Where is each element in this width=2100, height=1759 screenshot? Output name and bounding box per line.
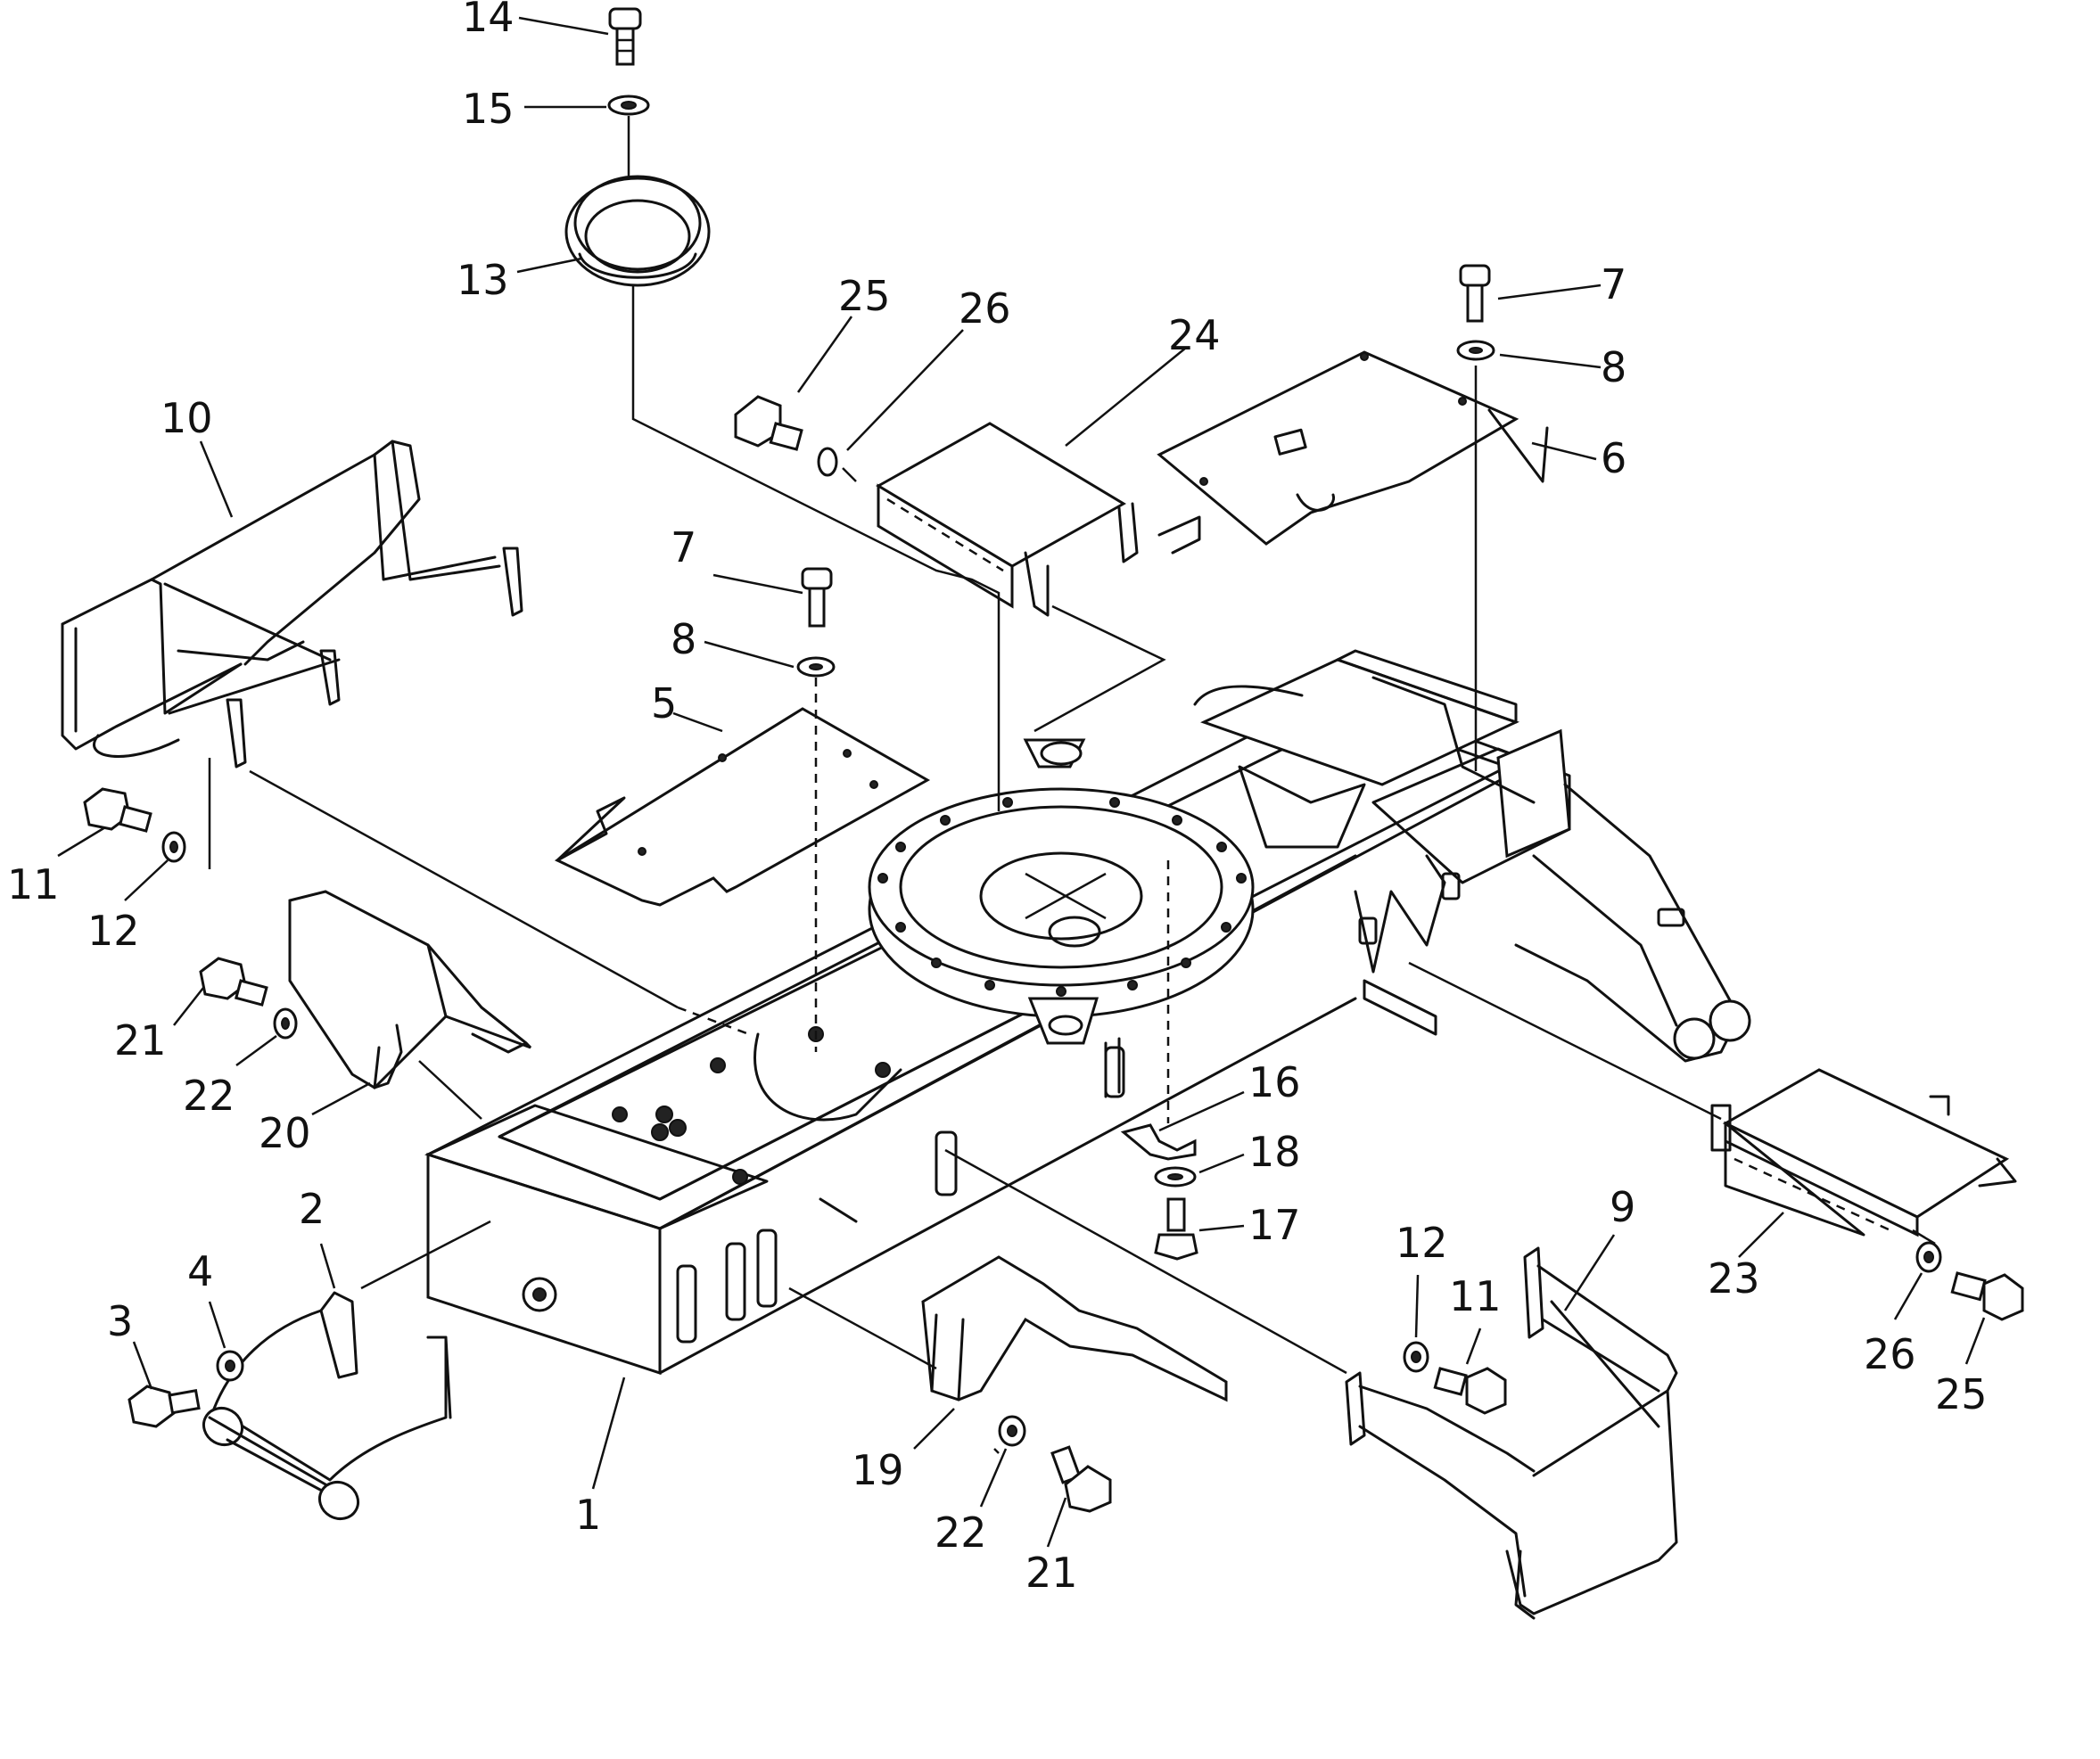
callout-21-left: 21 xyxy=(114,1016,167,1064)
rear-frame xyxy=(1193,649,1751,1063)
part-8-washer-right xyxy=(1456,340,1495,361)
callout-2: 2 xyxy=(299,1185,325,1233)
part-10-guard xyxy=(61,440,523,769)
part-25-bolt-top xyxy=(734,395,803,451)
callout-7-middle: 7 xyxy=(671,523,696,571)
part-21-bolt-left xyxy=(199,957,268,1007)
callout-23: 23 xyxy=(1708,1254,1760,1303)
callout-19: 19 xyxy=(852,1446,904,1494)
callout-20: 20 xyxy=(259,1109,311,1157)
part-13-ring xyxy=(564,175,711,287)
part-25-bolt-right xyxy=(1950,1271,2024,1321)
part-2-step xyxy=(202,1291,452,1521)
part-4-washer xyxy=(216,1350,244,1382)
part-19-bracket xyxy=(921,1255,1228,1402)
callout-25-right: 25 xyxy=(1935,1370,1988,1418)
callout-5: 5 xyxy=(651,679,677,727)
callout-8-middle: 8 xyxy=(671,615,696,663)
callout-21-bottom: 21 xyxy=(1025,1549,1078,1597)
part-3-bolt xyxy=(128,1385,201,1428)
part-6-plate xyxy=(1157,350,1549,546)
part-23-cover xyxy=(1710,1068,2017,1237)
callout-12-right: 12 xyxy=(1396,1219,1448,1267)
part-7-bolt-right xyxy=(1459,264,1491,323)
callout-16: 16 xyxy=(1248,1058,1301,1106)
callout-22-bottom: 22 xyxy=(935,1508,987,1557)
callout-22-left: 22 xyxy=(183,1072,235,1120)
part-8-washer-middle xyxy=(796,656,836,678)
part-12-washer-left xyxy=(161,831,186,863)
part-22-washer-left xyxy=(273,1007,298,1040)
leader-lines xyxy=(57,16,1986,1548)
part-22-washer-bottom xyxy=(998,1415,1026,1447)
part-15-washer xyxy=(607,95,650,116)
part-9-guard xyxy=(1345,1246,1678,1620)
part-17-bolt xyxy=(1154,1197,1198,1261)
callout-13: 13 xyxy=(457,256,509,304)
callout-26-right: 26 xyxy=(1864,1330,1916,1378)
assembly-lines xyxy=(208,116,1936,1454)
callout-11-left: 11 xyxy=(7,860,60,908)
part-21-bolt-bottom xyxy=(1050,1445,1112,1513)
swing-circle xyxy=(868,738,1255,1098)
callout-24: 24 xyxy=(1168,311,1221,359)
callout-12-left: 12 xyxy=(87,907,140,955)
callout-6: 6 xyxy=(1601,434,1626,482)
part-26-washer-top xyxy=(817,447,838,477)
part-12-washer-right xyxy=(1403,1341,1429,1373)
callout-1: 1 xyxy=(575,1491,601,1539)
part-11-bolt-right xyxy=(1433,1367,1507,1415)
callout-10: 10 xyxy=(161,394,213,442)
callout-15: 15 xyxy=(462,85,515,133)
callout-26-top: 26 xyxy=(959,284,1011,333)
part-20-bracket xyxy=(288,890,532,1089)
callout-17: 17 xyxy=(1248,1201,1301,1249)
callout-8-right: 8 xyxy=(1601,343,1626,391)
part-18-washer xyxy=(1154,1166,1197,1188)
callout-14: 14 xyxy=(462,0,515,41)
part-11-bolt-left xyxy=(83,787,152,833)
callout-3: 3 xyxy=(107,1297,133,1345)
callout-7-right: 7 xyxy=(1601,260,1626,308)
part-5-plate xyxy=(554,707,931,907)
callout-18: 18 xyxy=(1248,1128,1301,1176)
callout-9: 9 xyxy=(1610,1183,1635,1231)
callout-11-right: 11 xyxy=(1449,1272,1502,1320)
part-7-bolt-middle xyxy=(801,567,833,628)
callout-labels: 14 15 13 25 26 24 7 8 6 10 7 8 5 11 12 2… xyxy=(7,0,1988,1597)
part-24-cover xyxy=(876,422,1201,617)
part-14-bolt xyxy=(608,7,642,66)
part-16-clip xyxy=(1120,1123,1197,1161)
part-26-washer-right xyxy=(1915,1241,1942,1273)
callout-4: 4 xyxy=(187,1247,213,1295)
callout-25-top: 25 xyxy=(838,272,891,320)
